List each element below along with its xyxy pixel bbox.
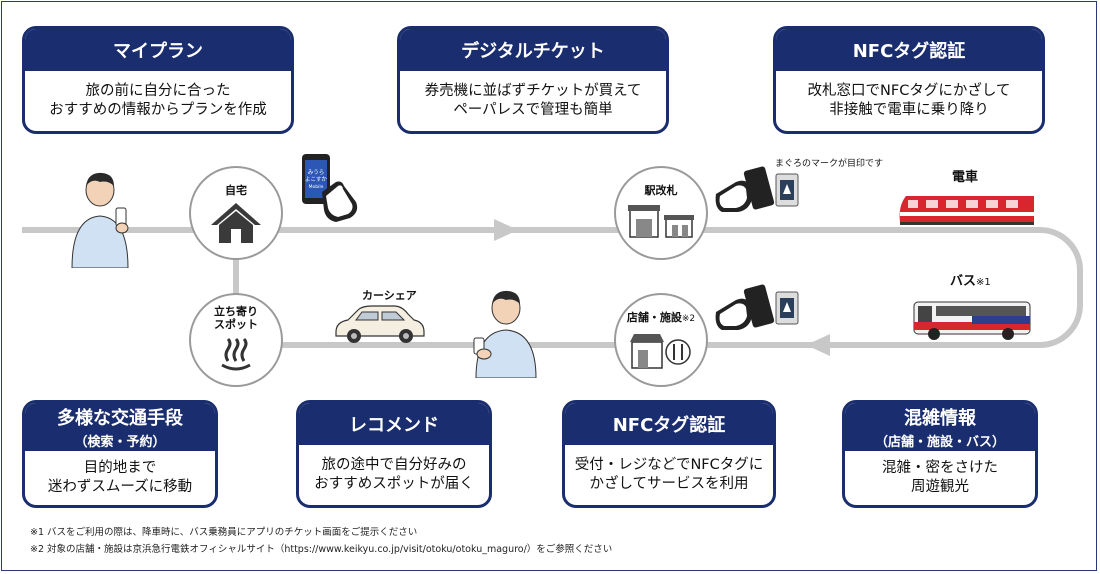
node-shop-facility-text: 店舗・施設	[626, 311, 682, 324]
card-myplan: マイプラン 旅の前に自分に合った おすすめの情報からプランを作成	[22, 26, 294, 134]
phone-screen-text-2: よこすか	[305, 176, 327, 183]
bus-label: バス	[950, 274, 977, 289]
card-multimodal: 多様な交通手段 （検索・予約） 目的地まで 迷わずスムーズに移動	[22, 400, 218, 508]
train-label: 電車	[952, 170, 979, 185]
card-multimodal-head: 多様な交通手段 （検索・予約）	[25, 403, 215, 451]
card-congestion-subtitle: （店舗・施設・バス）	[874, 435, 1005, 450]
card-multimodal-title: 多様な交通手段	[57, 408, 183, 429]
node-stopover-line2: スポット	[214, 318, 258, 331]
card-recommend-title: レコメンド	[299, 403, 489, 445]
card-nfc-top-line2: 非接触で電車に乗り降り	[829, 102, 989, 118]
card-nfc-top-line1: 改札窓口でNFCタグにかざして	[807, 83, 1011, 99]
card-multimodal-subtitle: （検索・予約）	[74, 435, 166, 450]
card-nfc-top: NFCタグ認証 改札窓口でNFCタグにかざして 非接触で電車に乗り降り	[773, 26, 1045, 134]
card-multimodal-body: 目的地まで 迷わずスムーズに移動	[25, 451, 215, 505]
card-congestion: 混雑情報 （店舗・施設・バス） 混雑・密をさけた 周遊観光	[842, 400, 1038, 508]
card-nfc-bottom-body: 受付・レジなどでNFCタグに かざしてサービスを利用	[565, 445, 773, 505]
card-multimodal-line2: 迷わずスムーズに移動	[47, 479, 193, 495]
card-congestion-line1: 混雑・密をさけた	[882, 460, 998, 476]
node-stopover: 立ち寄り スポット	[189, 293, 283, 387]
card-recommend: レコメンド 旅の途中で自分好みの おすすめスポットが届く	[296, 400, 492, 508]
node-shop-facility-note: ※2	[681, 314, 696, 324]
card-digital-ticket: デジタルチケット 券売機に並ばずチケットが買えて ペーパレスで管理も簡単	[397, 26, 669, 134]
card-congestion-head: 混雑情報 （店舗・施設・バス）	[845, 403, 1035, 451]
card-myplan-body: 旅の前に自分に合った おすすめの情報からプランを作成	[25, 71, 291, 131]
node-stopover-label: 立ち寄り スポット	[191, 305, 281, 331]
phone-screen-text-1: みうら	[308, 169, 325, 176]
card-myplan-title: マイプラン	[25, 29, 291, 71]
card-recommend-line2: おすすめスポットが届く	[314, 476, 474, 492]
hot-spring-icon	[221, 337, 251, 371]
bus-note: ※1	[976, 277, 991, 288]
nfc-tap-icon-bottom	[715, 284, 799, 330]
node-station-gate-label: 駅改札	[644, 184, 678, 197]
bus-icon	[913, 301, 1031, 340]
car-share-label: カーシェア	[362, 289, 417, 302]
card-digital-ticket-line1: 券売機に並ばずチケットが買えて	[424, 83, 642, 99]
node-home: 自宅	[189, 166, 283, 260]
arrow-right	[494, 219, 518, 241]
card-nfc-bottom: NFCタグ認証 受付・レジなどでNFCタグに かざしてサービスを利用	[562, 400, 776, 508]
person-phone-icon-2	[473, 290, 537, 378]
node-station-gate: 駅改札	[614, 166, 708, 260]
card-recommend-body: 旅の途中で自分好みの おすすめスポットが届く	[299, 445, 489, 505]
train-icon	[899, 196, 1034, 225]
card-nfc-bottom-line1: 受付・レジなどでNFCタグに	[574, 457, 764, 473]
footnote-1: ※1 バスをご利用の際は、降車時に、バス乗務員にアプリのチケット画面をご提示くだ…	[30, 527, 418, 538]
card-congestion-line2: 周遊観光	[911, 479, 969, 495]
card-nfc-bottom-line2: かざしてサービスを利用	[589, 476, 749, 492]
house-icon	[211, 203, 261, 243]
node-stopover-line1: 立ち寄り	[214, 305, 258, 318]
card-nfc-top-title: NFCタグ認証	[776, 29, 1042, 71]
card-digital-ticket-line2: ペーパレスで管理も簡単	[453, 102, 613, 118]
maguro-mark-label: まぐろのマークが目印です	[775, 159, 884, 169]
car-icon	[335, 305, 425, 343]
node-home-label: 自宅	[225, 184, 247, 197]
card-recommend-line1: 旅の途中で自分好みの	[321, 457, 467, 473]
phone-screen-text-3: Mobile	[309, 184, 324, 190]
nfc-tap-icon-top	[715, 166, 799, 212]
card-digital-ticket-title: デジタルチケット	[400, 29, 666, 71]
card-myplan-line1: 旅の前に自分に合った	[85, 83, 231, 99]
card-nfc-bottom-title: NFCタグ認証	[565, 403, 773, 445]
bus-label-wrap: バス※1	[950, 270, 991, 289]
footnote-2: ※2 対象の店舗・施設は京浜急行電鉄オフィシャルサイト（https://www.…	[30, 544, 613, 555]
card-congestion-body: 混雑・密をさけた 周遊観光	[845, 451, 1035, 505]
node-shop-facility-label: 店舗・施設※2	[616, 311, 706, 326]
station-icon	[628, 205, 694, 238]
card-digital-ticket-body: 券売機に並ばずチケットが買えて ペーパレスで管理も簡単	[400, 71, 666, 131]
shop-icon	[630, 334, 691, 369]
card-congestion-title: 混雑情報	[904, 408, 976, 429]
card-multimodal-line1: 目的地まで	[83, 460, 157, 476]
person-phone-icon	[71, 172, 129, 268]
node-shop-facility: 店舗・施設※2	[614, 293, 708, 387]
arrow-left	[806, 334, 830, 356]
hand-phone-icon: みうら よこすか Mobile	[302, 154, 358, 222]
card-nfc-top-body: 改札窓口でNFCタグにかざして 非接触で電車に乗り降り	[776, 71, 1042, 131]
card-myplan-line2: おすすめの情報からプランを作成	[49, 102, 267, 118]
